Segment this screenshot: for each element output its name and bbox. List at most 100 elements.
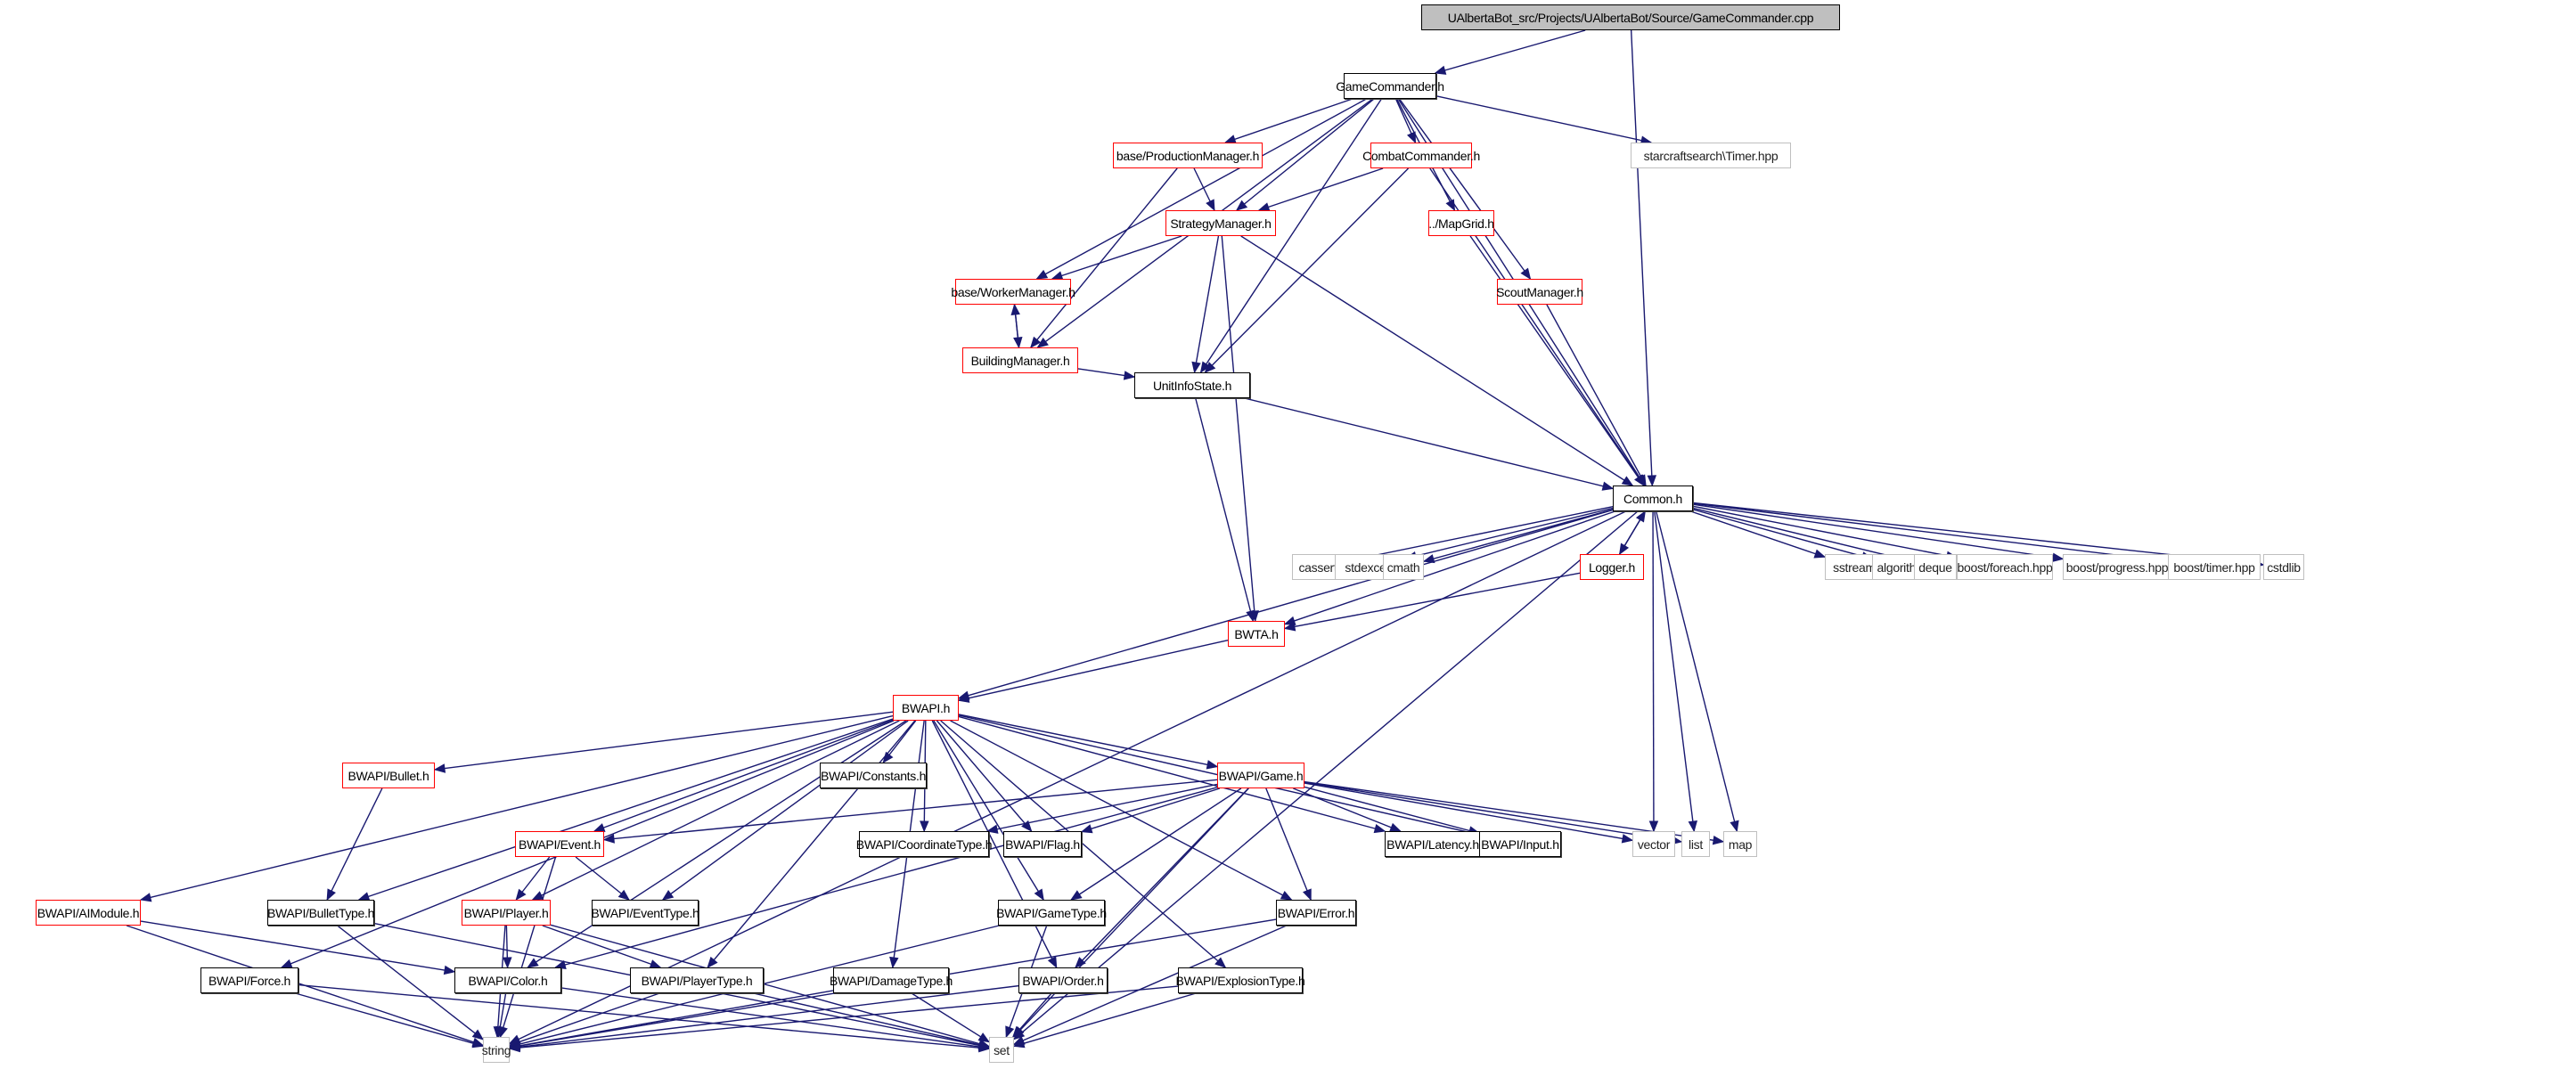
node-label: set — [994, 1042, 1010, 1057]
node-label: BWAPI/Color.h — [468, 973, 548, 988]
node-prod[interactable]: base/ProductionManager.h — [1113, 143, 1263, 168]
edge-bwapi-to-flag — [936, 720, 1033, 832]
node-color[interactable]: BWAPI/Color.h — [454, 967, 561, 993]
edge-bwapi-to-gametype — [933, 720, 1044, 901]
node-label: BWAPI/DamageType.h — [829, 973, 953, 988]
node-error[interactable]: BWAPI/Error.h — [1276, 900, 1356, 926]
arrowhead-icon — [1648, 820, 1659, 833]
edge-force-to-set — [298, 983, 990, 1049]
node-label: list — [1689, 836, 1703, 852]
arrowhead-icon — [1123, 371, 1136, 380]
node-bwta[interactable]: BWTA.h — [1228, 621, 1285, 647]
node-timer[interactable]: starcraftsearch\Timer.hpp — [1631, 143, 1791, 168]
node-map[interactable]: map — [1723, 831, 1757, 857]
node-aimodule[interactable]: BWAPI/AIModule.h — [36, 900, 141, 926]
edge-bwapi-to-error — [950, 720, 1292, 901]
node-order[interactable]: BWAPI/Order.h — [1018, 967, 1108, 993]
node-playertype[interactable]: BWAPI/PlayerType.h — [630, 967, 764, 993]
node-label: cmath — [1386, 559, 1420, 575]
edge-playertype-to-set — [753, 992, 990, 1048]
node-force[interactable]: BWAPI/Force.h — [200, 967, 298, 993]
arrowhead-icon — [1206, 199, 1215, 212]
node-logger[interactable]: Logger.h — [1580, 554, 1644, 580]
node-eventtype[interactable]: BWAPI/EventType.h — [591, 900, 699, 926]
arrowhead-icon — [889, 956, 899, 969]
node-damagetype[interactable]: BWAPI/DamageType.h — [830, 967, 953, 993]
arrowhead-icon — [1647, 475, 1657, 487]
node-list[interactable]: list — [1681, 831, 1710, 857]
edge-game-to-coordtype — [987, 783, 1218, 832]
node-explosiontype[interactable]: BWAPI/ExplosionType.h — [1176, 967, 1305, 993]
node-label: GameCommander.h — [1336, 78, 1444, 94]
arrowhead-icon — [508, 1042, 520, 1053]
node-bullettype[interactable]: BWAPI/BulletType.h — [267, 900, 374, 926]
node-worker[interactable]: base/WorkerManager.h — [951, 279, 1075, 305]
arrowhead-icon — [531, 891, 544, 901]
node-label: BuildingManager.h — [970, 353, 1070, 368]
arrowhead-icon — [443, 965, 456, 975]
edge-bwapi-to-bullettype — [358, 718, 894, 901]
node-constants[interactable]: BWAPI/Constants.h — [820, 763, 927, 788]
edge-common-to-bwapi — [958, 509, 1614, 699]
edge-unitinfo-to-bwta — [1195, 397, 1254, 622]
arrowhead-icon — [1407, 131, 1417, 144]
node-label: base/WorkerManager.h — [951, 284, 1075, 299]
node-common[interactable]: Common.h — [1613, 486, 1693, 511]
node-player[interactable]: BWAPI/Player.h — [462, 900, 551, 926]
edge-strat-to-unitinfo — [1193, 235, 1220, 373]
node-label: BWTA.h — [1234, 626, 1279, 641]
node-gametype[interactable]: BWAPI/GameType.h — [996, 900, 1107, 926]
node-bforeach[interactable]: boost/foreach.hpp — [1957, 554, 2053, 580]
edge-common-to-algorithm — [1692, 509, 1873, 560]
node-label: UnitInfoState.h — [1152, 378, 1232, 393]
arrowhead-icon — [471, 1039, 485, 1049]
node-vector[interactable]: vector — [1632, 831, 1675, 857]
arrowhead-icon — [1005, 1025, 1015, 1039]
node-string[interactable]: string — [481, 1037, 511, 1063]
node-btimer[interactable]: boost/timer.hpp — [2168, 554, 2261, 580]
arrowhead-icon — [957, 693, 970, 703]
node-label: BWAPI/BulletType.h — [266, 905, 375, 920]
node-flag[interactable]: BWAPI/Flag.h — [1003, 831, 1082, 857]
edge-bwapi-to-event — [593, 719, 894, 832]
edge-gch-to-timer — [1435, 95, 1652, 143]
edge-common-to-string — [509, 510, 1626, 1044]
node-set[interactable]: set — [989, 1037, 1014, 1063]
node-game[interactable]: BWAPI/Game.h — [1217, 763, 1304, 788]
node-gch[interactable]: GameCommander.h — [1336, 73, 1444, 99]
node-mapgrid[interactable]: ../MapGrid.h — [1428, 210, 1494, 236]
edge-player-to-playertype — [542, 925, 661, 968]
arrowhead-icon — [661, 889, 675, 901]
node-deque[interactable]: deque — [1914, 554, 1957, 580]
edge-bwapi-to-aimodule — [140, 714, 894, 901]
edge-explosiontype-to-string — [509, 985, 1179, 1049]
edge-game-to-vector — [1304, 782, 1633, 841]
node-label: string — [481, 1042, 511, 1057]
node-strat[interactable]: StrategyManager.h — [1165, 210, 1276, 236]
node-cstdlib[interactable]: cstdlib — [2263, 554, 2304, 580]
arrowhead-icon — [515, 888, 527, 902]
node-label: UAlbertaBot_src/Projects/UAlbertaBot/Sou… — [1447, 10, 1814, 25]
node-latency[interactable]: BWAPI/Latency.h — [1385, 831, 1481, 857]
node-bwapi[interactable]: BWAPI.h — [893, 695, 959, 721]
arrowhead-icon — [527, 958, 539, 968]
node-combat[interactable]: CombatCommander.h — [1362, 143, 1480, 168]
node-cmath[interactable]: cmath — [1383, 554, 1424, 580]
edge-bwapi-to-latency — [958, 715, 1386, 832]
node-bullet[interactable]: BWAPI/Bullet.h — [342, 763, 435, 788]
arrowhead-icon — [1373, 823, 1386, 834]
node-unitinfo[interactable]: UnitInfoState.h — [1134, 372, 1250, 398]
arrowhead-icon — [1011, 1025, 1024, 1038]
node-root[interactable]: UAlbertaBot_src/Projects/UAlbertaBot/Sou… — [1421, 4, 1840, 30]
node-coordtype[interactable]: BWAPI/CoordinateType.h — [856, 831, 993, 857]
node-label: algorithm — [1877, 559, 1926, 575]
node-bprogress[interactable]: boost/progress.hpp — [2063, 554, 2171, 580]
node-event[interactable]: BWAPI/Event.h — [515, 831, 604, 857]
node-building[interactable]: BuildingManager.h — [962, 347, 1078, 373]
edge-mapgrid-to-common — [1469, 235, 1645, 486]
node-label: BWAPI/Bullet.h — [348, 768, 429, 783]
node-scout[interactable]: ScoutManager.h — [1496, 279, 1583, 305]
arrowhead-icon — [1621, 834, 1634, 844]
node-label: StrategyManager.h — [1170, 216, 1272, 231]
node-input[interactable]: BWAPI/Input.h — [1479, 831, 1561, 857]
